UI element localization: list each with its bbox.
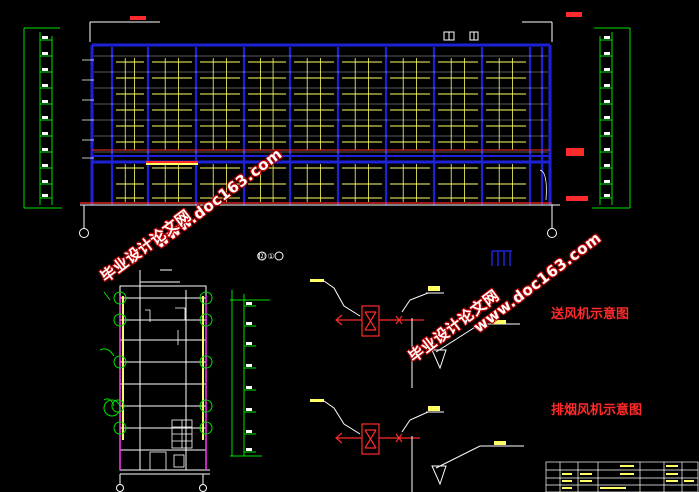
blue-icon xyxy=(491,250,512,266)
title-block xyxy=(545,461,699,492)
section-stair xyxy=(145,307,193,471)
section-level-ticks xyxy=(244,302,256,453)
smoke-fan-diagram xyxy=(310,399,524,492)
building-section xyxy=(99,269,270,492)
left-dimension-lines xyxy=(23,27,62,209)
right-level-ticks xyxy=(600,36,612,199)
section-floor-slabs xyxy=(120,297,206,451)
left-level-ticks xyxy=(40,36,52,199)
elevation-floor-lines xyxy=(92,55,550,157)
section-marker: ⑫ ① xyxy=(257,252,275,261)
supply-fan-label: 送风机示意图 xyxy=(551,307,630,322)
supply-fan-diagram xyxy=(310,279,520,388)
building-elevation xyxy=(23,12,631,261)
red-marker xyxy=(566,148,584,156)
elevation-columns xyxy=(110,47,544,205)
elevation-windows xyxy=(116,58,526,202)
smoke-fan-label: 排烟风机示意图 xyxy=(551,403,643,418)
axis-bubbles-top xyxy=(79,205,557,238)
section-grid-bubbles xyxy=(103,291,213,435)
roof-structure xyxy=(443,31,479,41)
title-block-text-marks xyxy=(562,465,694,489)
